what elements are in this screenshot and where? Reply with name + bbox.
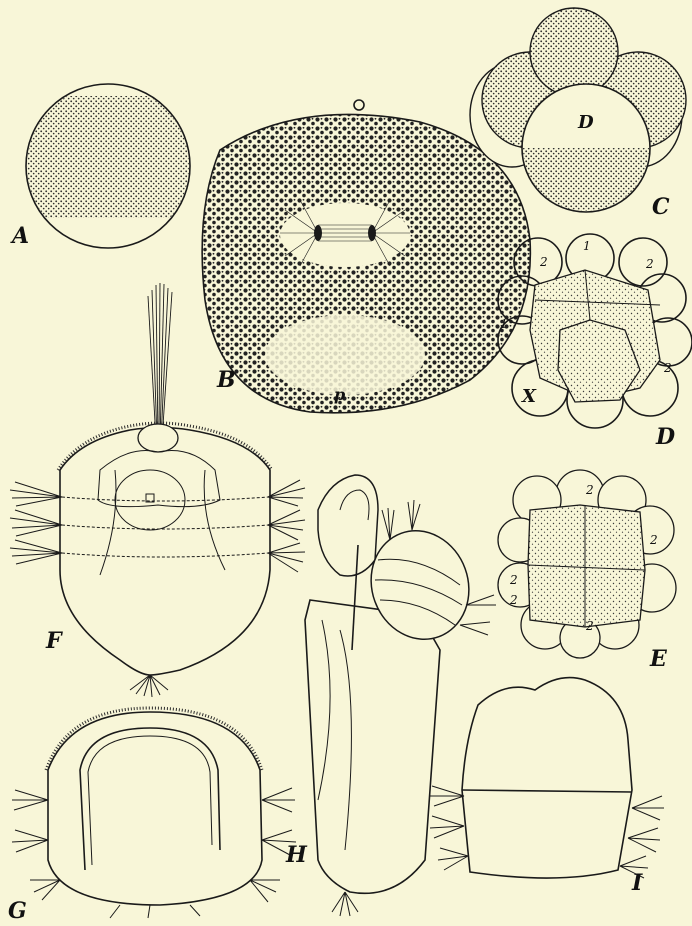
label-b: B xyxy=(216,367,236,393)
e-num-left2: 2 xyxy=(509,593,518,607)
label-g: G xyxy=(8,898,27,924)
centrosome-right xyxy=(368,225,376,241)
label-i: I xyxy=(631,870,643,896)
clear-pole-area xyxy=(265,315,425,395)
e-num-bottom: 2 xyxy=(585,619,594,633)
polar-body xyxy=(354,100,364,110)
i-body xyxy=(462,678,632,878)
f-parapodia-right xyxy=(268,480,305,572)
label-a: A xyxy=(10,223,29,249)
f-anal-tuft xyxy=(130,675,168,697)
d-num-top: 1 xyxy=(583,239,591,253)
label-c-d: D xyxy=(577,112,594,133)
egg-yolk-band xyxy=(20,96,200,218)
h-head xyxy=(318,475,378,576)
apical-tuft xyxy=(148,283,172,440)
figure-a-egg xyxy=(20,84,200,248)
d-num-tl: 2 xyxy=(539,255,548,269)
g-body xyxy=(48,712,262,905)
d-num-left: 1 xyxy=(500,317,508,331)
d-num-tr: 2 xyxy=(645,257,654,271)
label-f: F xyxy=(45,628,63,654)
centrosome-left xyxy=(314,225,322,241)
e-num-left: 2 xyxy=(509,573,518,587)
d-num-right: 2 xyxy=(663,361,672,375)
e-num-top: 2 xyxy=(585,483,594,497)
figure-g-larva xyxy=(12,708,296,918)
figure-i-larva xyxy=(430,678,664,878)
label-e: E xyxy=(649,646,668,672)
label-b-p: p xyxy=(334,385,345,404)
h-tube xyxy=(305,600,440,893)
e-num-right: 2 xyxy=(649,533,658,547)
label-d: D xyxy=(655,424,675,450)
d-label-x: X xyxy=(521,386,537,407)
blastomere-top xyxy=(530,8,618,96)
apical-plate xyxy=(138,424,178,452)
f-parapodia-left xyxy=(10,482,62,564)
label-c: C xyxy=(652,194,670,220)
f-body xyxy=(60,428,270,676)
label-h: H xyxy=(285,842,308,868)
